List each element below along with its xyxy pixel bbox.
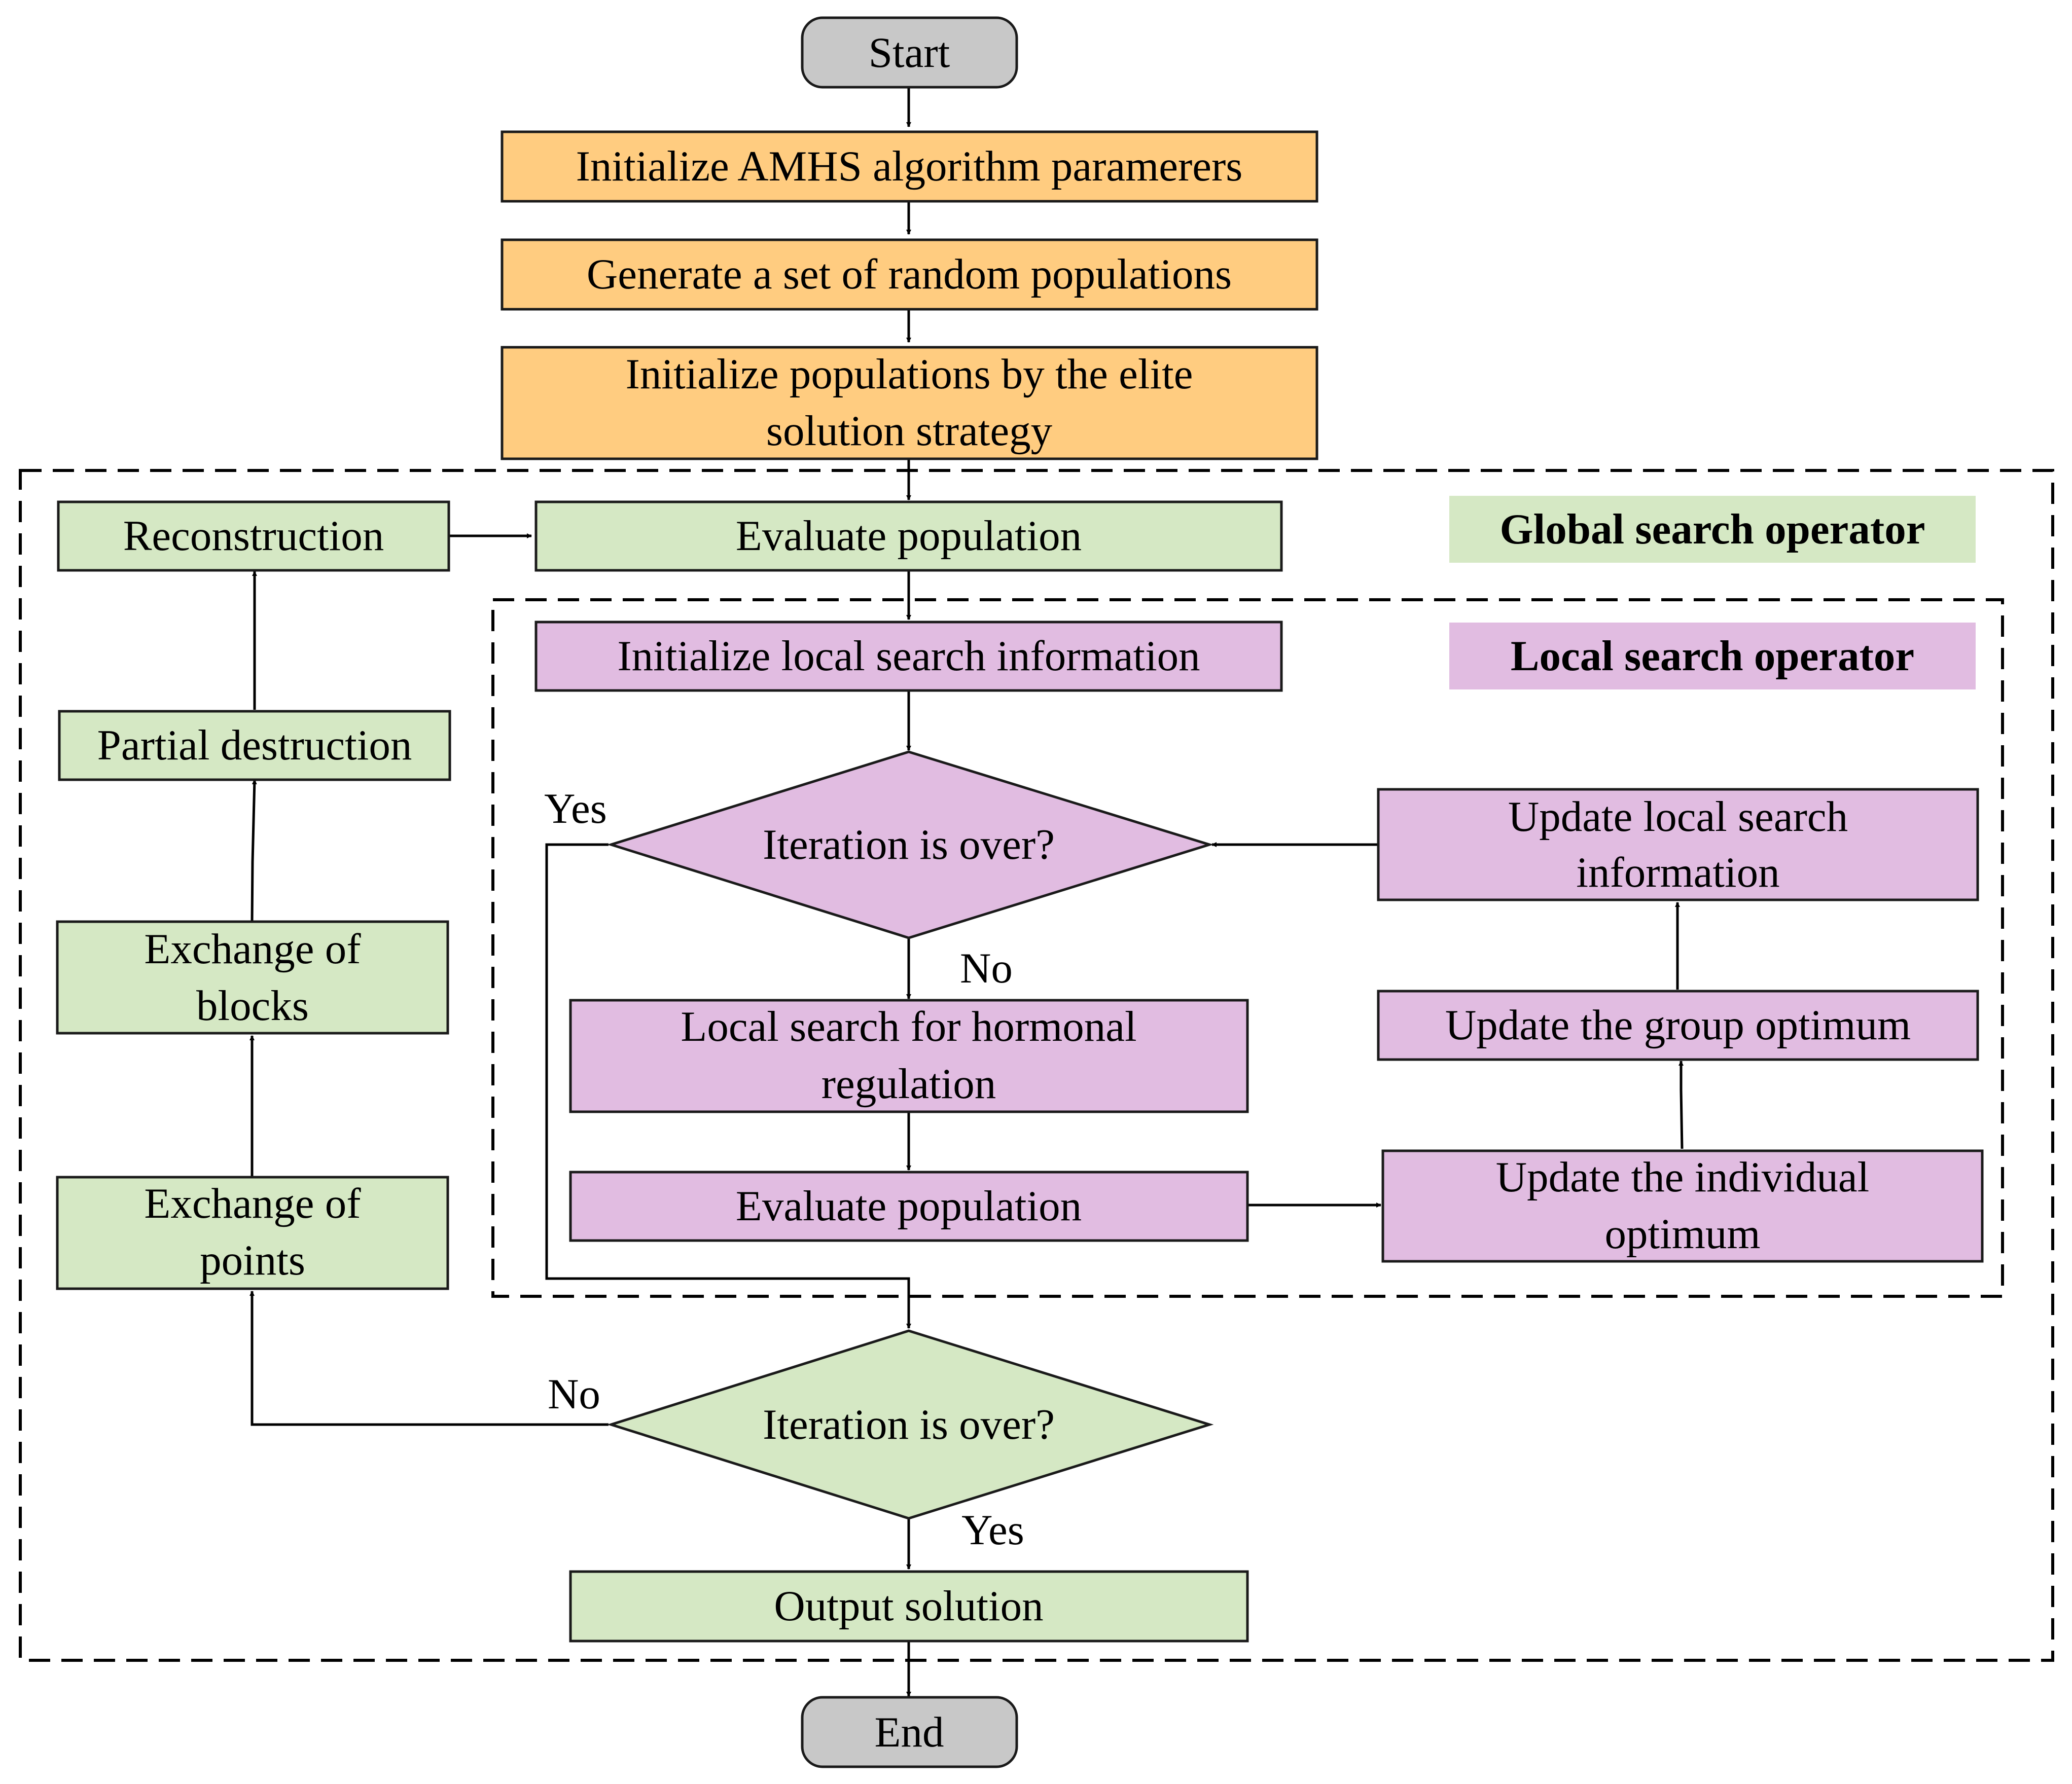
local-search-hormonal-label-line1: Local search for hormonal — [681, 1003, 1136, 1050]
output-solution-box: Output solution — [569, 1570, 1249, 1643]
edge-label-global-yes: Yes — [961, 1506, 1024, 1554]
connectors — [249, 87, 1684, 1697]
local-search-hormonal-box: Local search for hormonal regulation — [569, 999, 1249, 1113]
update-group-optimum-label: Update the group optimum — [1445, 1001, 1911, 1049]
local-search-frame — [491, 598, 2004, 1298]
init-elite-label-line2: solution strategy — [766, 407, 1053, 455]
reconstruction-box: Reconstruction — [57, 500, 450, 572]
reconstruction-label: Reconstruction — [123, 512, 384, 560]
update-group-optimum-box: Update the group optimum — [1377, 990, 1979, 1061]
iteration-over-local-decision: Iteration is over? — [606, 750, 1214, 939]
edge-label-global-no: No — [548, 1370, 600, 1418]
global-search-label-box: Global search operator — [1449, 496, 1976, 563]
update-individual-optimum-label-line2: optimum — [1605, 1210, 1761, 1258]
init-parameters-label: Initialize AMHS algorithm paramerers — [576, 142, 1243, 190]
update-individual-optimum-box: Update the individual optimum — [1381, 1149, 1984, 1263]
exchange-of-points-box: Exchange of points — [56, 1176, 449, 1290]
exchange-of-blocks-label-line2: blocks — [196, 982, 309, 1030]
exchange-of-points-label-line2: points — [200, 1236, 305, 1284]
exchange-of-blocks-label-line1: Exchange of — [144, 925, 361, 973]
evaluate-population-local-label: Evaluate population — [736, 1182, 1082, 1230]
evaluate-population-global-label: Evaluate population — [736, 512, 1082, 560]
exchange-of-blocks-box: Exchange of blocks — [56, 920, 449, 1035]
generate-random-label: Generate a set of random populations — [587, 250, 1232, 298]
local-search-hormonal-label-line2: regulation — [821, 1060, 996, 1108]
init-elite-label-line1: Initialize populations by the elite — [626, 350, 1193, 398]
exchange-of-points-label-line1: Exchange of — [144, 1180, 361, 1227]
output-solution-label: Output solution — [774, 1582, 1043, 1630]
init-local-search-label: Initialize local search information — [617, 632, 1200, 680]
init-local-search-box: Initialize local search information — [534, 621, 1283, 692]
edge-label-local-no: No — [960, 944, 1013, 992]
init-parameters-box: Initialize AMHS algorithm paramerers — [501, 130, 1318, 203]
end-label: End — [875, 1708, 944, 1756]
global-search-frame — [19, 469, 2054, 1662]
update-local-search-box: Update local search information — [1377, 788, 1979, 901]
generate-random-box: Generate a set of random populations — [501, 238, 1318, 311]
start-label: Start — [869, 29, 950, 77]
iteration-over-global-label: Iteration is over? — [763, 1401, 1055, 1448]
evaluate-population-global-box: Evaluate population — [534, 500, 1283, 572]
local-search-label-box: Local search operator — [1449, 623, 1976, 689]
local-search-label: Local search operator — [1511, 632, 1914, 680]
update-individual-optimum-label-line1: Update the individual — [1496, 1153, 1870, 1201]
global-search-label: Global search operator — [1500, 505, 1925, 553]
edge-label-local-yes: Yes — [544, 785, 607, 832]
iteration-over-global-decision: Iteration is over? — [606, 1329, 1214, 1520]
end-node: End — [801, 1696, 1018, 1768]
partial-destruction-box: Partial destruction — [58, 710, 451, 781]
init-elite-box: Initialize populations by the elite solu… — [501, 346, 1318, 460]
start-node: Start — [801, 16, 1018, 89]
evaluate-population-local-box: Evaluate population — [569, 1171, 1249, 1242]
iteration-over-local-label: Iteration is over? — [763, 821, 1055, 868]
update-local-search-label-line2: information — [1576, 849, 1779, 896]
update-local-search-label-line1: Update local search — [1508, 793, 1848, 841]
partial-destruction-label: Partial destruction — [97, 721, 412, 769]
